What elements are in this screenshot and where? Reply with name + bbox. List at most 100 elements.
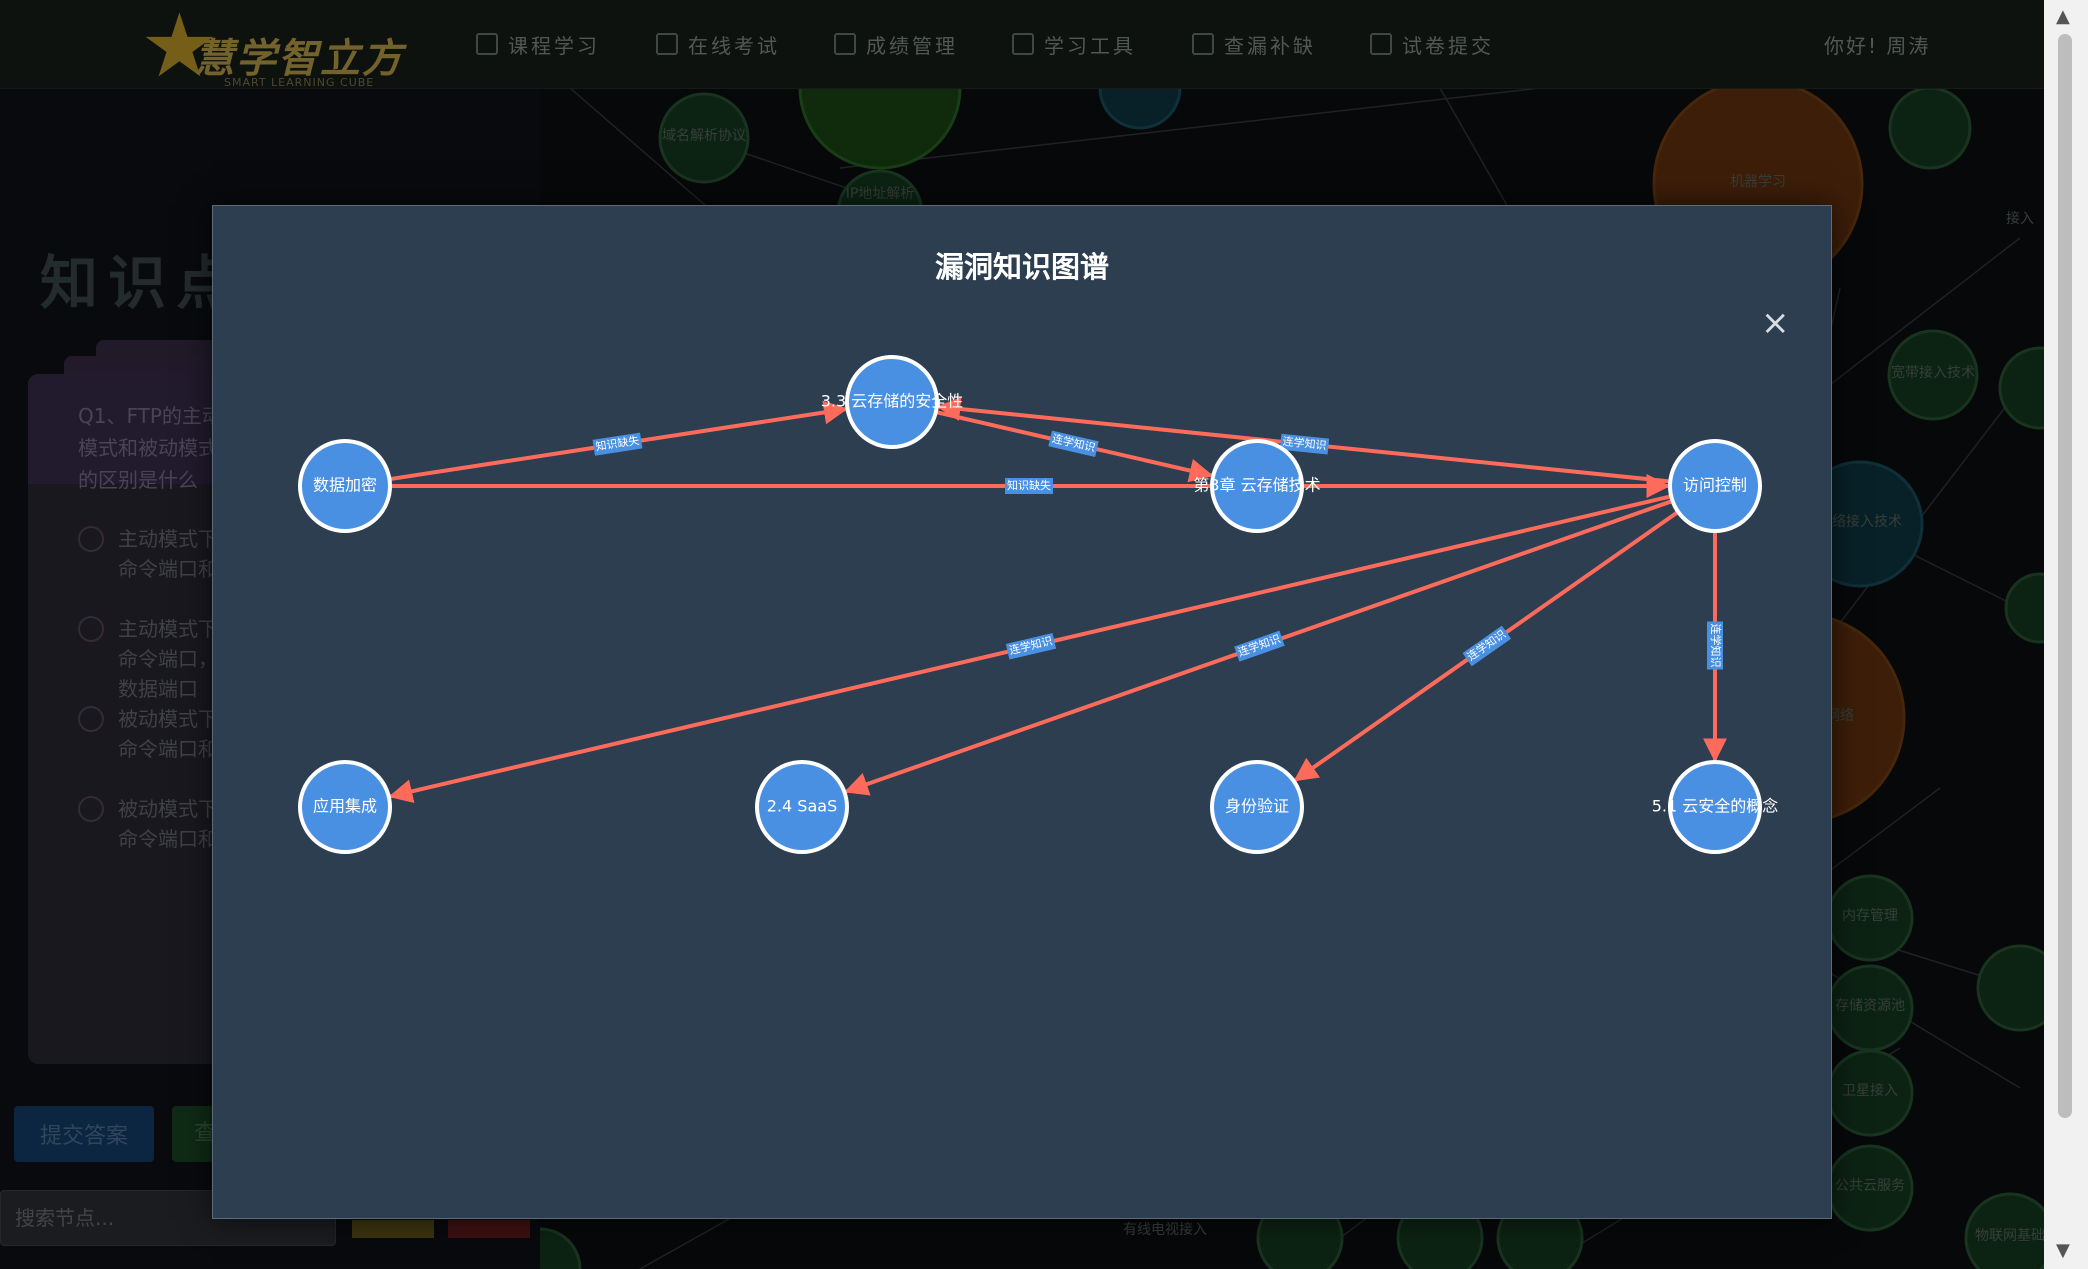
nav-paper-submit[interactable]: 试卷提交 — [1370, 28, 1494, 60]
node-label: 5.1 云安全的概念 — [1652, 797, 1779, 816]
edge-label-text: 知识缺失 — [1007, 478, 1051, 492]
node-label: 数据加密 — [313, 476, 377, 495]
red-button[interactable] — [448, 1220, 530, 1238]
nav-gap-review[interactable]: 查漏补缺 — [1192, 28, 1316, 60]
microscope-icon — [1192, 33, 1214, 55]
node-label: 3.3 云存储的安全性 — [821, 392, 964, 411]
node-search-input[interactable] — [0, 1190, 336, 1246]
node-label: 应用集成 — [313, 797, 377, 816]
edge-label-background — [1707, 621, 1723, 670]
user-greeting[interactable]: 你好! 周涛 — [1824, 34, 1931, 58]
radio-icon[interactable] — [78, 796, 104, 822]
top-navbar: ★ 慧学智立方 SMART LEARNING CUBE 课程学习 在线考试 成绩… — [0, 0, 2044, 90]
node-circle[interactable] — [1668, 439, 1762, 533]
option-line: 命令端口， — [118, 647, 218, 671]
modal-title: 漏洞知识图谱 — [934, 250, 1109, 284]
secondary-button-label: 查 — [194, 1121, 217, 1146]
edge-label: 连学知识 — [1048, 430, 1099, 457]
node-label: 第3章 云存储技术 — [1193, 476, 1320, 495]
graph-node[interactable]: 3.3 云存储的安全性 — [821, 355, 964, 449]
nav-learning-tools[interactable]: 学习工具 — [1012, 28, 1136, 60]
scroll-up-arrow-icon[interactable]: ▲ — [2056, 6, 2070, 27]
graph-node[interactable]: 2.4 SaaS — [755, 760, 849, 854]
edge-label: 连学知识 — [1234, 630, 1285, 662]
node-circle[interactable] — [298, 439, 392, 533]
option-line: 被动模式下 — [118, 707, 218, 731]
page-title: 知识点 — [40, 249, 245, 317]
logo-title: 慧学智立方 — [194, 36, 404, 82]
nav-grade-management[interactable]: 成绩管理 — [834, 28, 958, 60]
graph-node[interactable]: 5.1 云安全的概念 — [1652, 760, 1779, 854]
nav-label: 成绩管理 — [866, 33, 958, 58]
scroll-down-arrow-icon[interactable]: ▼ — [2056, 1240, 2070, 1261]
node-circle[interactable] — [1210, 760, 1304, 854]
bg-node-label: IP地址解析 — [846, 186, 915, 202]
radio-icon[interactable] — [78, 706, 104, 732]
bg-node-label: 网络接入技术 — [1818, 513, 1902, 530]
node-label: 身份验证 — [1225, 797, 1289, 816]
option-d[interactable]: 被动模式下命令端口和 — [78, 794, 218, 854]
edge-label: 连学知识 — [1707, 621, 1723, 670]
nav-label: 课程学习 — [508, 33, 600, 58]
scrollbar-thumb[interactable] — [2058, 34, 2072, 1118]
bg-node-label: 机器学习 — [1730, 174, 1786, 190]
edge-label-background — [1279, 433, 1330, 455]
play-doc-icon — [476, 33, 498, 55]
node-circle[interactable] — [845, 355, 939, 449]
edge-label-text: 连学知识 — [1236, 631, 1282, 659]
nav-label: 在线考试 — [688, 33, 780, 58]
edge-label: 知识缺失 — [592, 432, 643, 456]
yellow-button[interactable] — [352, 1220, 434, 1238]
bg-node-label: 存储资源池 — [1835, 998, 1905, 1014]
graph-node[interactable]: 身份验证 — [1210, 760, 1304, 854]
vertical-scrollbar[interactable]: ▲ ▼ — [2044, 0, 2088, 1269]
option-b[interactable]: 主动模式下命令端口， 数据端口 — [78, 614, 218, 704]
option-a[interactable]: 主动模式下命令端口和 — [78, 524, 218, 584]
node-label: 访问控制 — [1683, 476, 1747, 495]
option-line: 主动模式下 — [118, 527, 218, 551]
bg-node-label: 接入 — [2006, 210, 2034, 227]
bg-node-label: 网络 — [1826, 708, 1854, 724]
edge-label: 连学知识 — [1005, 633, 1057, 660]
graph-node[interactable]: 第3章 云存储技术 — [1193, 439, 1321, 533]
option-line: 命令端口和 — [118, 737, 218, 761]
edge-label: 连学知识 — [1279, 433, 1330, 455]
bg-node-label: 有线电视接入 — [1123, 1221, 1207, 1238]
option-c[interactable]: 被动模式下命令端口和 — [78, 704, 218, 764]
node-circle[interactable] — [755, 760, 849, 854]
graph-node[interactable]: 应用集成 — [298, 760, 392, 854]
bg-node-label: 内存管理 — [1842, 908, 1898, 924]
option-line: 数据端口 — [118, 677, 198, 701]
bg-node-label: 物联网基础 — [1975, 1227, 2044, 1244]
edge-label: 连学知识 — [1462, 625, 1512, 667]
node-circle[interactable] — [298, 760, 392, 854]
nav-online-exam[interactable]: 在线考试 — [656, 28, 780, 60]
toolbox-icon — [1012, 33, 1034, 55]
node-circle[interactable] — [1668, 760, 1762, 854]
option-line: 主动模式下 — [118, 617, 218, 641]
logo-subtitle: SMART LEARNING CUBE — [224, 76, 375, 89]
edge-label-background — [592, 432, 643, 456]
graph-node[interactable]: 访问控制 — [1668, 439, 1762, 533]
nav-label: 查漏补缺 — [1224, 33, 1316, 58]
graph-node[interactable]: 数据加密 — [298, 439, 392, 533]
star-logo-icon: ★ — [140, 0, 219, 97]
close-icon[interactable]: × — [1761, 303, 1790, 343]
radio-icon[interactable] — [78, 616, 104, 642]
node-label: 2.4 SaaS — [767, 797, 837, 816]
logo[interactable]: ★ 慧学智立方 SMART LEARNING CUBE — [140, 2, 430, 90]
submit-answer-button[interactable]: 提交答案 — [14, 1106, 154, 1162]
edge-label-text: 知识缺失 — [595, 433, 641, 454]
bg-node-label: 卫星接入 — [1842, 1082, 1898, 1099]
edge-label-background — [1005, 478, 1053, 494]
bg-node-label: 域名解析协议 — [662, 128, 746, 144]
option-line: 命令端口和 — [118, 827, 218, 851]
edge-label-background — [1234, 630, 1285, 662]
radio-icon[interactable] — [78, 526, 104, 552]
node-circle[interactable] — [1210, 439, 1304, 533]
nav-course-learning[interactable]: 课程学习 — [476, 28, 600, 60]
bg-node-label: 宽带接入技术 — [1891, 364, 1975, 381]
clipboard-icon — [656, 33, 678, 55]
edge-label: 知识缺失 — [1005, 478, 1053, 494]
vulnerability-knowledge-graph[interactable]: 知识缺失知识缺失连学知识连学知识连学知识连学知识连学知识连学知识 数据加密3.3… — [213, 206, 1831, 1218]
